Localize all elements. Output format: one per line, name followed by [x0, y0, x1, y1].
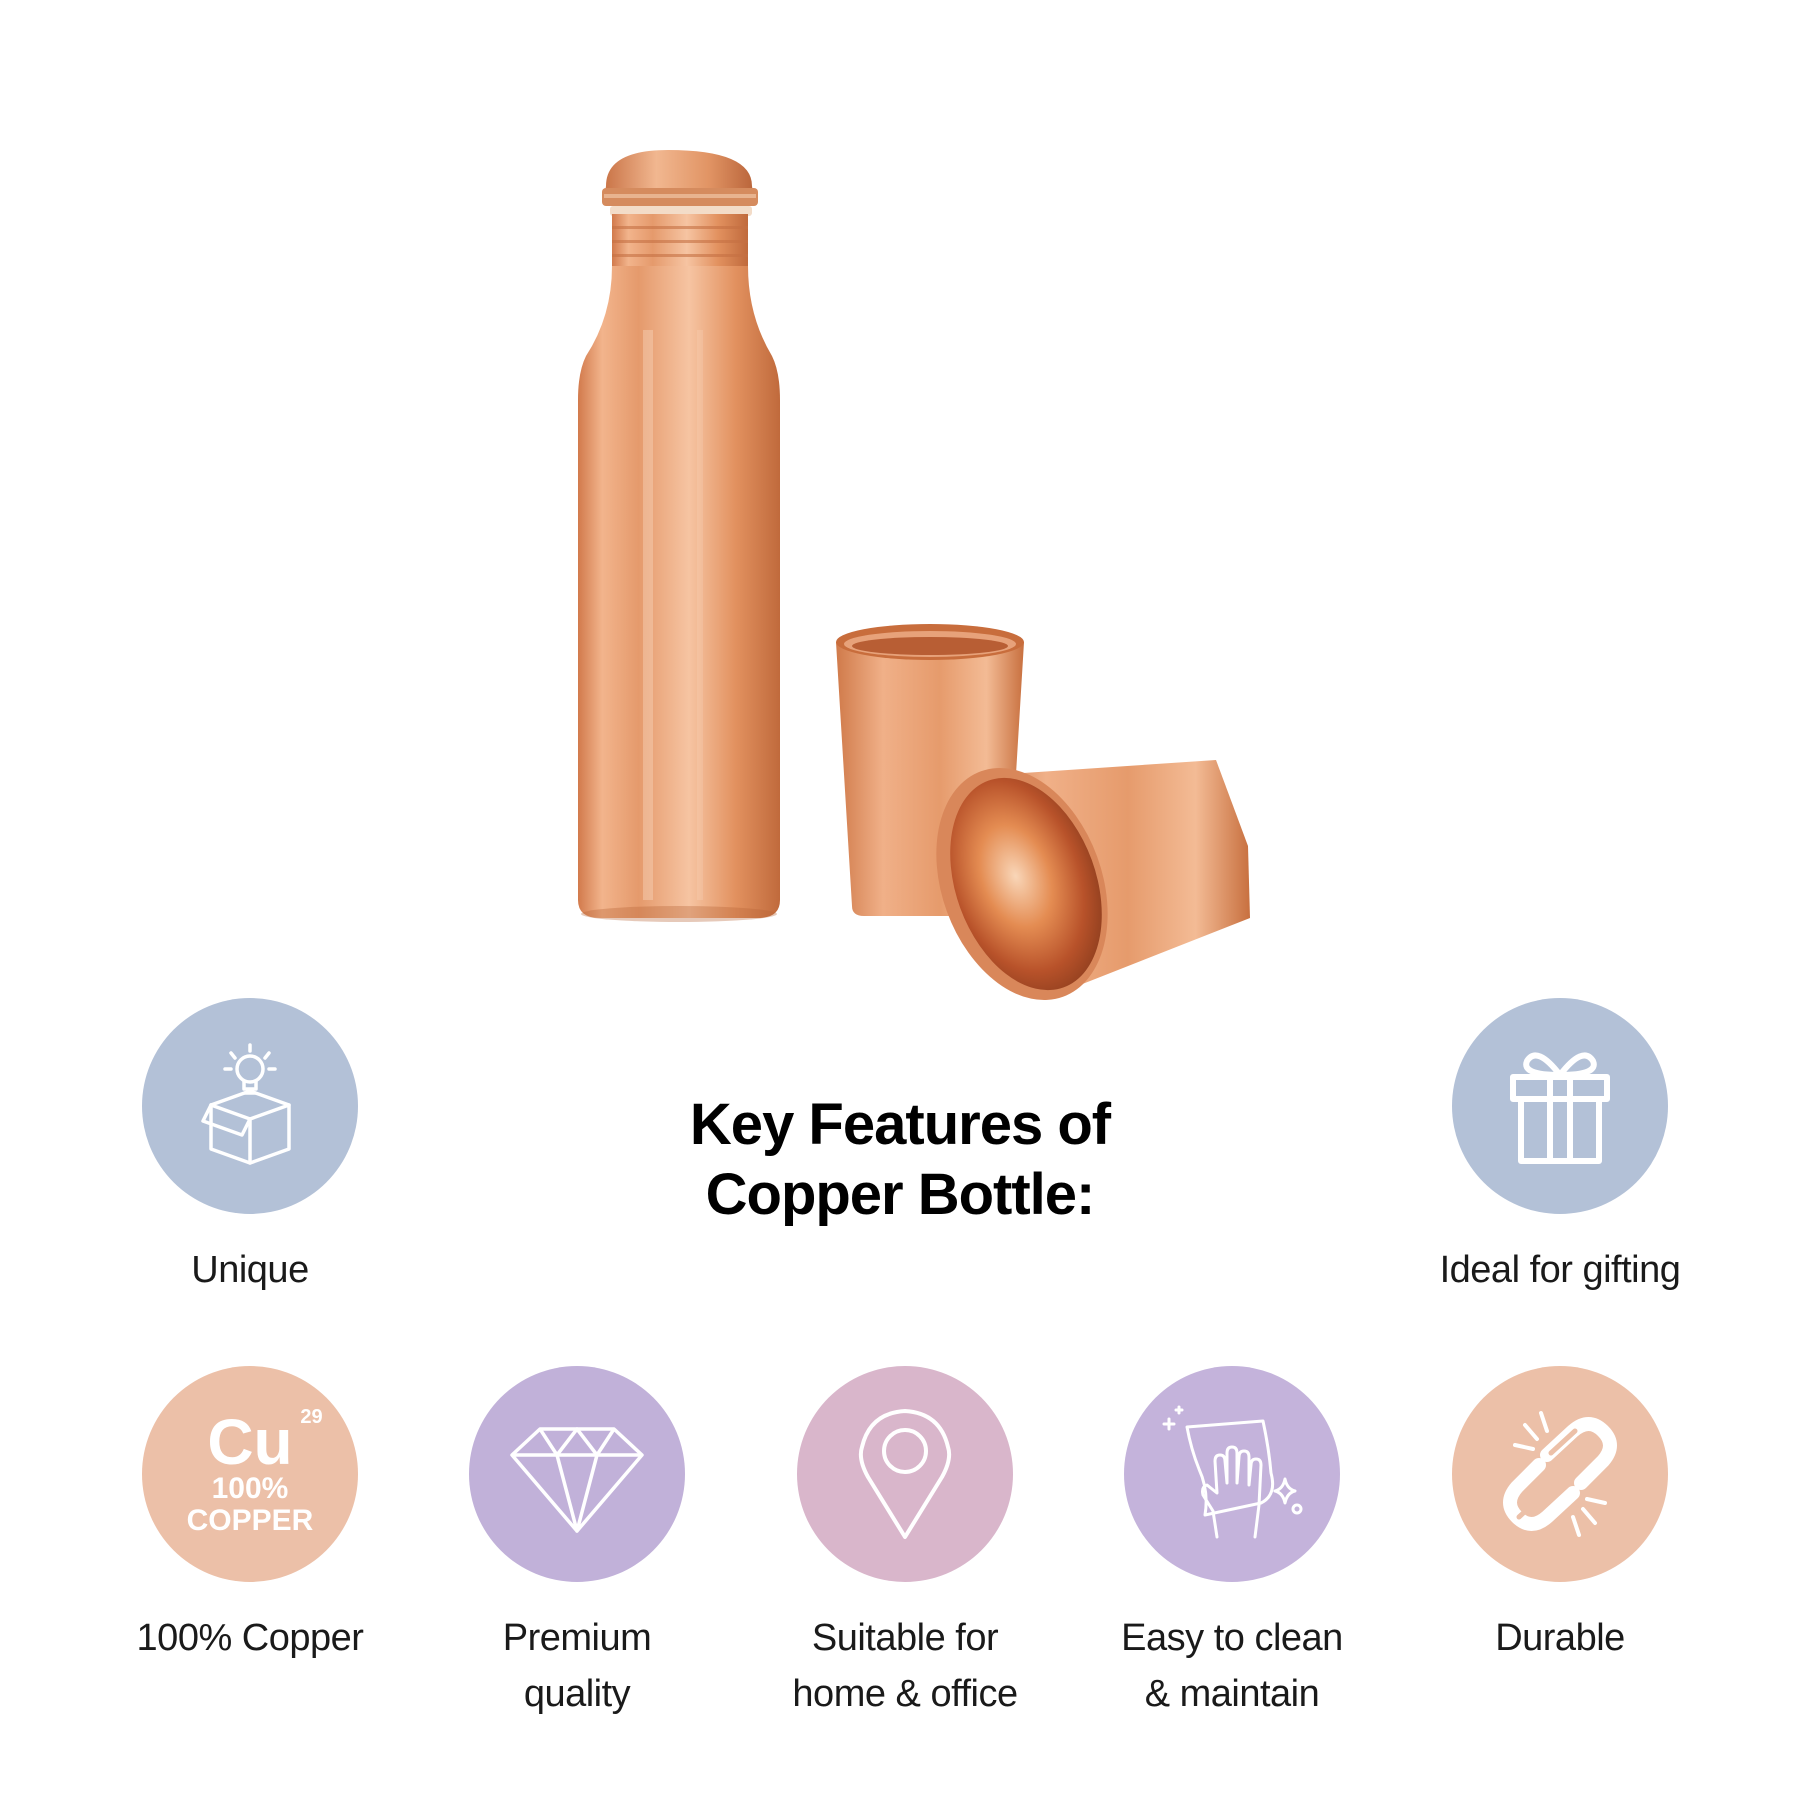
- headline: Key Features of Copper Bottle:: [500, 1090, 1300, 1230]
- feature-label-premium-2: quality: [523, 1673, 631, 1715]
- feature-easy-clean: Easy to clean & maintain: [1072, 1366, 1392, 1722]
- feature-badge-copper: Cu 29 100% COPPER: [142, 1366, 358, 1582]
- feature-label-clean-1: Easy to clean: [1121, 1617, 1343, 1659]
- atomic-number: 29: [300, 1406, 323, 1428]
- feature-badge-home-office: [797, 1366, 1013, 1582]
- feature-label-premium-1: Premium: [502, 1617, 652, 1659]
- feature-label-home-1: Suitable for: [811, 1617, 999, 1659]
- feature-badge-durable: [1452, 1366, 1668, 1582]
- feature-label-unique: Unique: [191, 1249, 309, 1291]
- feature-label-copper: 100% Copper: [136, 1617, 364, 1659]
- feature-label-gifting: Ideal for gifting: [1439, 1249, 1681, 1291]
- bottle-body: [578, 266, 780, 918]
- feature-badge-premium: [469, 1366, 685, 1582]
- copper-element-icon: Cu 29 100% COPPER: [186, 1407, 323, 1537]
- feature-premium: Premium quality: [417, 1366, 737, 1722]
- bottle-neck: [612, 214, 748, 266]
- lightbulb-box-icon: [201, 1043, 291, 1165]
- feature-badge-unique: [142, 998, 358, 1214]
- feature-home-office: Suitable for home & office: [745, 1366, 1065, 1722]
- feature-badge-easy-clean: [1124, 1366, 1340, 1582]
- feature-copper: Cu 29 100% COPPER 100% Copper: [90, 1366, 410, 1666]
- feature-label-home-2: home & office: [792, 1673, 1018, 1715]
- feature-label-clean-2: & maintain: [1144, 1673, 1320, 1715]
- feature-badge-gifting: [1452, 998, 1668, 1214]
- feature-durable: Durable: [1400, 1366, 1720, 1666]
- diamond-icon: [510, 1427, 644, 1533]
- feature-gifting: Ideal for gifting: [1400, 998, 1720, 1298]
- hand-wiping-icon: [1162, 1405, 1303, 1539]
- chain-link-icon: [1503, 1411, 1617, 1537]
- headline-line-1: Key Features of: [689, 1092, 1111, 1157]
- location-pin-icon: [858, 1409, 952, 1539]
- tipped-tumbler: [936, 760, 1250, 1001]
- purity-percent: 100%: [211, 1472, 289, 1505]
- feature-label-durable: Durable: [1495, 1617, 1625, 1659]
- element-symbol: Cu: [207, 1406, 293, 1478]
- copper-word: COPPER: [186, 1504, 314, 1537]
- product-illustration: [578, 150, 1250, 1001]
- headline-line-2: Copper Bottle:: [705, 1162, 1096, 1227]
- bottle-cap: [602, 150, 758, 216]
- feature-unique: Unique: [90, 998, 410, 1298]
- gift-icon: [1510, 1052, 1610, 1164]
